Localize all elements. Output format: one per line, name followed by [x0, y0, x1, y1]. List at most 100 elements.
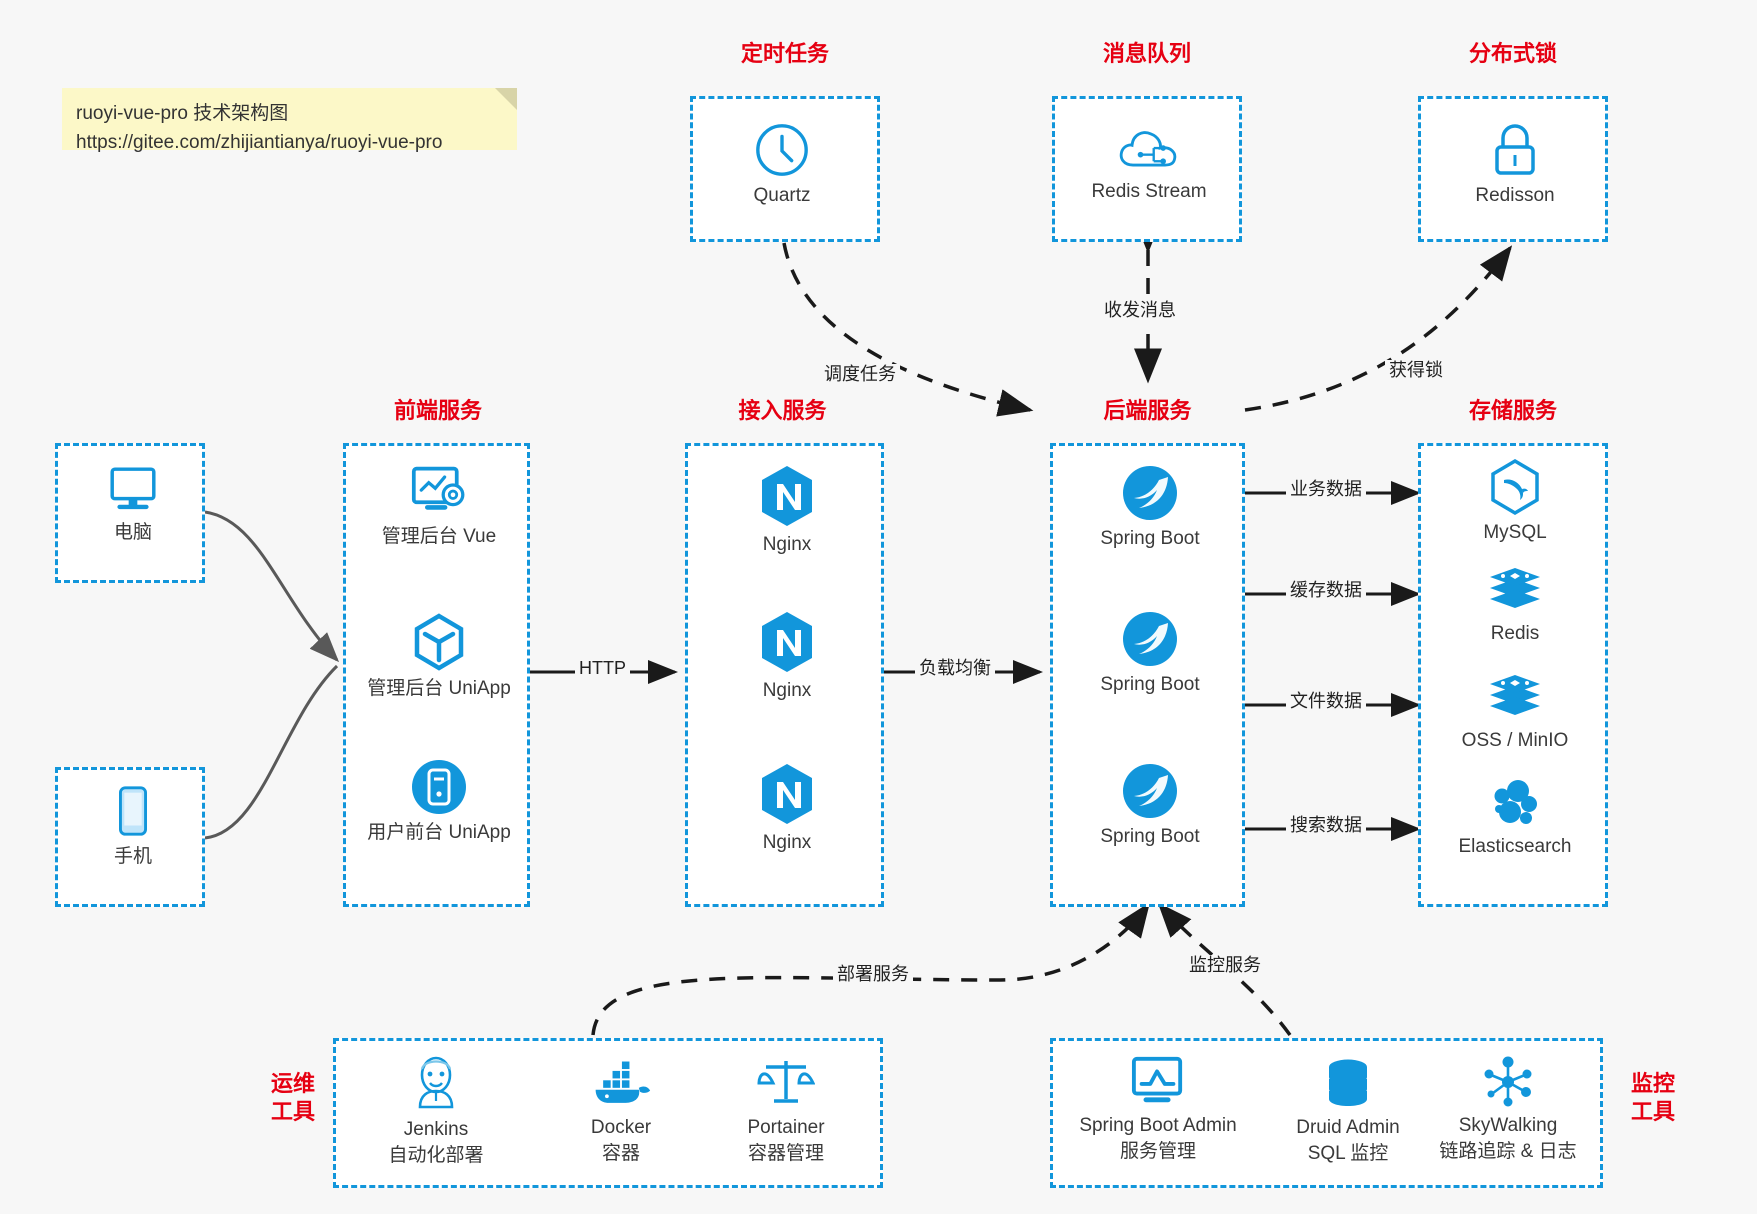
group-label-frontend: 前端服务: [393, 398, 482, 423]
node-spring-boot-2[interactable]: Spring Boot: [1070, 610, 1230, 698]
node-label: Druid Admin: [1296, 1117, 1400, 1138]
nginx-icon: [762, 466, 812, 526]
group-devops: Jenkins 自动化部署 Docker 容器: [333, 1038, 883, 1188]
node-admin-uniapp[interactable]: 管理后台 UniApp: [359, 612, 519, 702]
node-label: Quartz: [753, 185, 811, 206]
redis-stack-icon: [1490, 568, 1540, 608]
node-label: Spring Boot: [1100, 674, 1200, 695]
edge-label-load-balance: 负载均衡: [915, 658, 995, 680]
node-admin-vue[interactable]: 管理后台 Vue: [359, 464, 519, 550]
edge-label-cache-data: 缓存数据: [1286, 580, 1366, 602]
nginx-icon: [762, 764, 812, 824]
node-label: Spring Boot: [1100, 528, 1200, 549]
node-label: OSS / MinIO: [1461, 730, 1569, 751]
node-label: Redis: [1490, 623, 1540, 644]
node-redis-stream[interactable]: Redis Stream: [1069, 123, 1229, 205]
node-label: Nginx: [762, 534, 812, 555]
group-label-scheduler: 定时任务: [740, 41, 829, 66]
node-label: 管理后台 UniApp: [367, 678, 511, 699]
desktop-icon: [110, 467, 156, 510]
node-label: Nginx: [762, 832, 812, 853]
node-spring-boot-3[interactable]: Spring Boot: [1070, 762, 1230, 850]
node-label: 管理后台 Vue: [381, 526, 497, 547]
node-label: Redis Stream: [1091, 181, 1207, 202]
node-nginx-2[interactable]: Nginx: [707, 610, 867, 704]
group-scheduler: Quartz: [690, 96, 880, 242]
group-label-monitor: 监控 工具: [1618, 1070, 1688, 1125]
edge-label-biz-data: 业务数据: [1286, 479, 1366, 501]
node-jenkins[interactable]: Jenkins 自动化部署: [356, 1051, 516, 1168]
node-druid-admin[interactable]: Druid Admin SQL 监控: [1268, 1057, 1428, 1166]
group-mq: Redis Stream: [1052, 96, 1242, 242]
node-nginx-1[interactable]: Nginx: [707, 464, 867, 558]
group-label-storage: 存储服务: [1468, 398, 1557, 423]
cloud-network-icon: [1119, 131, 1177, 167]
node-label: Jenkins: [403, 1119, 469, 1140]
diagram-note: ruoyi-vue-pro 技术架构图 https://gitee.com/zh…: [62, 88, 517, 153]
group-label-devops: 运维 工具: [258, 1070, 328, 1125]
group-backend: Spring Boot Spring Boot Spring Boot: [1050, 443, 1245, 907]
node-spring-boot-1[interactable]: Spring Boot: [1070, 464, 1230, 552]
node-desc: 容器: [601, 1142, 640, 1164]
node-label: SkyWalking: [1458, 1115, 1558, 1136]
node-user-uniapp[interactable]: 用户前台 UniApp: [359, 758, 519, 846]
group-label-monitor-line1: 监控: [1630, 1071, 1675, 1096]
node-elasticsearch[interactable]: Elasticsearch: [1435, 776, 1595, 860]
edge-label-monitor-service: 监控服务: [1185, 955, 1265, 977]
node-docker[interactable]: Docker 容器: [541, 1059, 701, 1166]
node-label: Nginx: [762, 680, 812, 701]
edge-label-deploy-service: 部署服务: [833, 964, 913, 986]
jenkins-butler-icon: [418, 1056, 454, 1109]
network-nodes-icon: [1484, 1056, 1532, 1107]
node-desc: 容器管理: [747, 1142, 824, 1164]
node-label: Spring Boot Admin: [1079, 1115, 1237, 1136]
docker-whale-icon: [595, 1061, 651, 1103]
elasticsearch-icon: [1494, 780, 1537, 824]
scales-icon: [757, 1061, 815, 1103]
node-label: Elasticsearch: [1458, 836, 1572, 857]
phone-icon: [119, 786, 147, 836]
note-fold-icon: [495, 88, 517, 110]
group-label-lock: 分布式锁: [1468, 41, 1557, 66]
node-label: Portainer: [747, 1117, 825, 1138]
edge-label-schedule-task: 调度任务: [820, 364, 900, 386]
node-portainer[interactable]: Portainer 容器管理: [706, 1055, 866, 1166]
mysql-dolphin-icon: [1491, 458, 1539, 516]
group-label-mq: 消息队列: [1102, 41, 1191, 66]
node-quartz[interactable]: Quartz: [702, 121, 862, 209]
node-redis[interactable]: Redis: [1435, 563, 1595, 647]
node-desc: 服务管理: [1119, 1140, 1196, 1162]
spring-leaf-icon: [1123, 466, 1177, 520]
edge-label-search-data: 搜索数据: [1286, 815, 1366, 837]
node-label: MySQL: [1483, 522, 1547, 543]
node-nginx-3[interactable]: Nginx: [707, 762, 867, 856]
edge-label-get-lock: 获得锁: [1385, 360, 1447, 382]
node-redisson[interactable]: Redisson: [1435, 121, 1595, 209]
group-frontend: 管理后台 Vue 管理后台 UniApp 用户前台 UniApp: [343, 443, 530, 907]
node-label: 手机: [113, 846, 152, 867]
group-label-backend: 后端服务: [1103, 398, 1192, 423]
node-phone[interactable]: 手机: [53, 784, 213, 870]
note-line-1: ruoyi-vue-pro 技术架构图: [76, 103, 289, 124]
node-spring-boot-admin[interactable]: Spring Boot Admin 服务管理: [1078, 1055, 1238, 1164]
spring-leaf-icon: [1123, 612, 1177, 666]
group-label-devops-line2: 工具: [270, 1098, 315, 1124]
nginx-icon: [762, 612, 812, 672]
group-label-devops-line1: 运维: [270, 1071, 315, 1096]
monitor-chart-icon: [1131, 1056, 1183, 1103]
lock-icon: [1495, 124, 1535, 175]
node-label: Docker: [590, 1117, 652, 1138]
monitor-gear-icon: [411, 466, 465, 510]
node-mysql[interactable]: MySQL: [1435, 458, 1595, 546]
node-label: Spring Boot: [1100, 826, 1200, 847]
note-line-2: https://gitee.com/zhijiantianya/ruoyi-vu…: [76, 131, 443, 153]
node-label: 用户前台 UniApp: [367, 822, 511, 843]
edge-label-file-data: 文件数据: [1286, 691, 1366, 713]
node-desktop[interactable]: 电脑: [53, 464, 213, 546]
client-phone-box: 手机: [55, 767, 205, 907]
group-gateway: Nginx Nginx Nginx: [685, 443, 884, 907]
oss-stack-icon: [1490, 675, 1540, 715]
node-skywalking[interactable]: SkyWalking 链路追踪 & 日志: [1428, 1055, 1588, 1164]
node-oss-minio[interactable]: OSS / MinIO: [1435, 670, 1595, 754]
